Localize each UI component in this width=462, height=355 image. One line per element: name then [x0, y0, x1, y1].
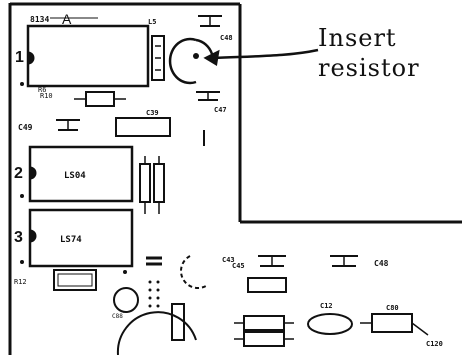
chip-2-index: 2: [14, 165, 23, 182]
resistor-vertical-bottom: [171, 303, 185, 341]
resistor-r10: R10: [40, 91, 126, 107]
half-circle-bottom: [116, 311, 197, 355]
chip-1-pin-mark: A: [62, 11, 72, 27]
label-r12: R12: [14, 278, 27, 286]
label-c49: C49: [18, 123, 33, 132]
round-component: C88: [112, 287, 139, 320]
label-c48-right: C48: [374, 259, 389, 268]
callout-line-2: resistor: [318, 54, 420, 82]
label-r6: R6: [38, 86, 46, 94]
resistor-pair-vertical: [139, 156, 165, 214]
solder-dots: [20, 82, 127, 274]
label-c88: C88: [112, 313, 123, 320]
resistor-block-bottom-left: R12: [14, 269, 97, 291]
label-c12: C12: [320, 302, 333, 310]
label-c120: C120: [426, 340, 443, 348]
dot-columns: [148, 280, 160, 308]
label-c43: C43: [222, 256, 235, 264]
label-c80: C80: [386, 304, 399, 312]
capacitor-c49: C49: [18, 119, 80, 132]
label-c45: C45: [232, 262, 245, 270]
chip-2-label: LS04: [64, 171, 86, 181]
chip-1-index: 1: [15, 49, 24, 66]
label-c39: C39: [146, 109, 159, 117]
ic-chip-3: 3 LS74: [14, 208, 134, 268]
label-r10: R10: [40, 92, 53, 100]
chip-1-top-label: 8134: [30, 15, 49, 24]
capacitor-c47: C47: [196, 91, 227, 146]
label-c47: C47: [214, 106, 227, 114]
capacitor-c39: C39: [115, 109, 171, 137]
chip-3-index: 3: [14, 229, 23, 246]
transistor-area: C43: [146, 255, 235, 289]
capacitor-c80: C80 C120: [360, 304, 443, 348]
label-c48-top: C48: [220, 34, 233, 42]
resistor-r6: L5: [148, 18, 165, 81]
capacitor-c45-block: C45: [232, 255, 287, 293]
capacitor-c48-top: C48: [198, 15, 233, 42]
ic-chip-2: 2 LS04: [14, 145, 134, 203]
capacitor-c48-right: C48: [330, 255, 389, 268]
chip-3-label: LS74: [60, 235, 82, 245]
callout-arrow: [203, 48, 319, 67]
board-outline: [8, 2, 462, 355]
resistor-pair-horizontal: [234, 315, 294, 347]
callout-line-1: Insert: [318, 24, 397, 52]
resistor-insert-site: [168, 37, 214, 85]
label-lb: L5: [148, 18, 156, 26]
ic-chip-1: 1 8134 A: [15, 11, 150, 88]
capacitor-c12: C12: [307, 302, 353, 335]
